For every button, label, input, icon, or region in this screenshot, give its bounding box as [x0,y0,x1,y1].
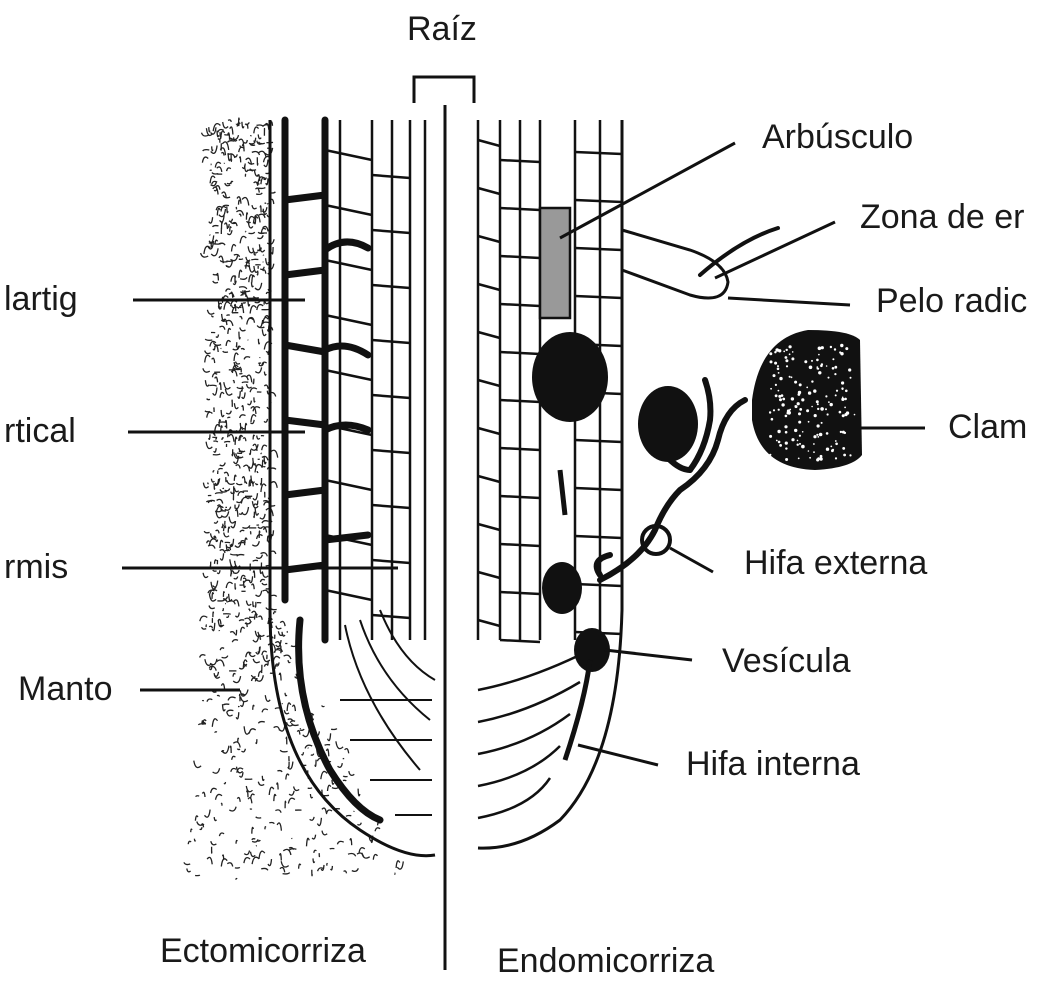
label-mantle: Manto [18,670,113,708]
vesicle-mid [542,562,582,614]
label-chlamydospore: Clam [948,408,1027,446]
ectomycorrhiza-root [184,118,435,880]
cortical-cells [325,120,425,640]
leader-root-hair [728,298,850,305]
leader-internal-hypha [578,745,658,765]
label-epidermis: rmis [4,548,68,586]
root-title: Raíz [407,10,477,48]
label-hartig: lartig [4,280,78,318]
label-cortical: rtical [4,412,76,450]
caption-ectomycorrhiza: Ectomicorriza [160,932,366,970]
root-bracket [414,77,474,103]
small-spore [638,386,698,462]
label-internal-hypha: Hifa interna [686,745,860,783]
caption-endomycorrhiza: Endomicorriza [497,942,714,980]
fungal-mantle [184,118,403,880]
leader-arbuscule [560,143,735,238]
left-leaders [122,300,398,690]
label-entry-zone: Zona de er [860,198,1024,236]
label-arbuscule: Arbúsculo [762,118,913,156]
leader-external-hypha [670,548,713,572]
vesicle [574,628,610,672]
label-external-hypha: Hifa externa [744,544,927,582]
label-root-hair: Pelo radic [876,282,1027,320]
intraradical-vesicle-large [532,332,608,422]
hartig-net [285,120,380,820]
label-vesicle: Vesícula [722,642,851,680]
endomycorrhiza-root [478,120,862,848]
arbuscule [540,208,570,318]
